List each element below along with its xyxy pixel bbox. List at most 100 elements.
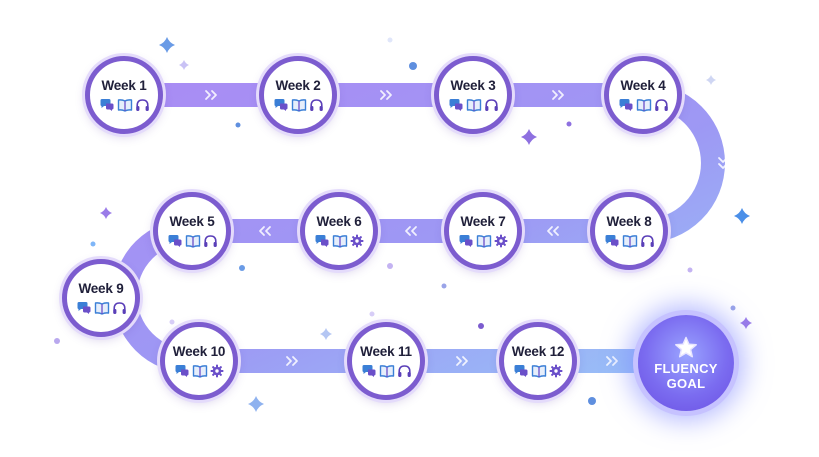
- week-label: Week 8: [606, 214, 652, 229]
- book-icon: [291, 98, 307, 112]
- chevron-right-icon: [259, 226, 271, 236]
- week-node: Week 6: [300, 192, 378, 270]
- book-icon: [466, 98, 482, 112]
- decor-dot: [387, 263, 393, 269]
- week-label: Week 4: [620, 78, 666, 93]
- week-node: Week 5: [153, 192, 231, 270]
- chat-icon: [167, 234, 183, 248]
- chat-icon: [513, 364, 529, 378]
- decor-dot: [169, 319, 175, 325]
- sparkle-icon: [740, 317, 752, 329]
- chat-icon: [314, 234, 330, 248]
- headphones-icon: [484, 98, 499, 112]
- sparkle-icon: [248, 396, 264, 412]
- book-icon: [192, 364, 208, 378]
- week-label: Week 7: [460, 214, 506, 229]
- sparkle-icon: [320, 328, 332, 340]
- headphones-icon: [309, 98, 324, 112]
- chevron-right-icon: [552, 90, 564, 100]
- activity-icons: [448, 98, 499, 112]
- activity-icons: [314, 234, 364, 248]
- activity-icons: [99, 98, 150, 112]
- activity-icons: [273, 98, 324, 112]
- activity-icons: [76, 301, 127, 315]
- gear-icon: [549, 364, 563, 378]
- activity-icons: [174, 364, 224, 378]
- decor-dot: [566, 121, 572, 127]
- activity-icons: [604, 234, 655, 248]
- week-node: Week 9: [62, 259, 140, 337]
- headphones-icon: [654, 98, 669, 112]
- activity-icons: [513, 364, 563, 378]
- star-icon: [675, 336, 697, 357]
- week-node: Week 12: [499, 322, 577, 400]
- week-label: Week 3: [450, 78, 496, 93]
- sparkle-icon: [159, 37, 175, 53]
- decor-dot: [478, 323, 484, 329]
- decor-dot: [687, 267, 693, 273]
- book-icon: [531, 364, 547, 378]
- sparkle-icon: [706, 75, 716, 85]
- sparkle-icon: [521, 129, 537, 145]
- book-icon: [636, 98, 652, 112]
- decor-dot: [441, 283, 447, 289]
- goal-title: FLUENCY GOAL: [654, 361, 718, 391]
- chevron-right-icon: [718, 157, 728, 169]
- goal-line-1: FLUENCY: [654, 360, 718, 376]
- decor-dot: [387, 37, 393, 43]
- chevron-right-icon: [205, 90, 217, 100]
- chat-icon: [99, 98, 115, 112]
- week-label: Week 5: [169, 214, 215, 229]
- decor-dot: [730, 305, 736, 311]
- decorative-sparkles: [54, 37, 752, 412]
- book-icon: [94, 301, 110, 315]
- week-node: Week 10: [160, 322, 238, 400]
- book-icon: [185, 234, 201, 248]
- gear-icon: [210, 364, 224, 378]
- week-node: Week 11: [347, 322, 425, 400]
- decor-dot: [239, 265, 245, 271]
- week-node: Week 8: [590, 192, 668, 270]
- gear-icon: [350, 234, 364, 248]
- week-label: Week 1: [101, 78, 147, 93]
- decor-dot: [54, 338, 60, 344]
- decor-dot: [90, 241, 96, 247]
- week-node: Week 1: [85, 56, 163, 134]
- activity-icons: [167, 234, 218, 248]
- goal-line-2: GOAL: [666, 375, 706, 391]
- week-label: Week 6: [316, 214, 362, 229]
- chevron-right-icon: [380, 90, 392, 100]
- week-label: Week 10: [172, 344, 226, 359]
- chevron-right-icon: [405, 226, 417, 236]
- decor-dot: [588, 397, 596, 405]
- fluency-goal-badge: FLUENCY GOAL: [638, 315, 734, 411]
- headphones-icon: [135, 98, 150, 112]
- week-node: Week 3: [434, 56, 512, 134]
- week-node: Week 7: [444, 192, 522, 270]
- decor-dot: [369, 311, 375, 317]
- activity-icons: [458, 234, 508, 248]
- book-icon: [622, 234, 638, 248]
- direction-chevrons: [117, 90, 728, 366]
- week-label: Week 11: [360, 344, 412, 359]
- book-icon: [117, 98, 133, 112]
- chevron-right-icon: [606, 356, 618, 366]
- chevron-right-icon: [547, 226, 559, 236]
- chevron-right-icon: [456, 356, 468, 366]
- chevron-right-icon: [117, 350, 130, 363]
- chat-icon: [273, 98, 289, 112]
- chat-icon: [618, 98, 634, 112]
- chat-icon: [76, 301, 92, 315]
- sparkle-icon: [734, 208, 750, 224]
- chat-icon: [458, 234, 474, 248]
- sparkle-icon: [179, 60, 189, 70]
- gear-icon: [494, 234, 508, 248]
- activity-icons: [618, 98, 669, 112]
- headphones-icon: [112, 301, 127, 315]
- headphones-icon: [397, 364, 412, 378]
- week-label: Week 2: [275, 78, 321, 93]
- chevron-right-icon: [118, 232, 131, 245]
- decor-dot: [409, 62, 417, 70]
- week-label: Week 12: [511, 344, 565, 359]
- chevron-right-icon: [286, 356, 298, 366]
